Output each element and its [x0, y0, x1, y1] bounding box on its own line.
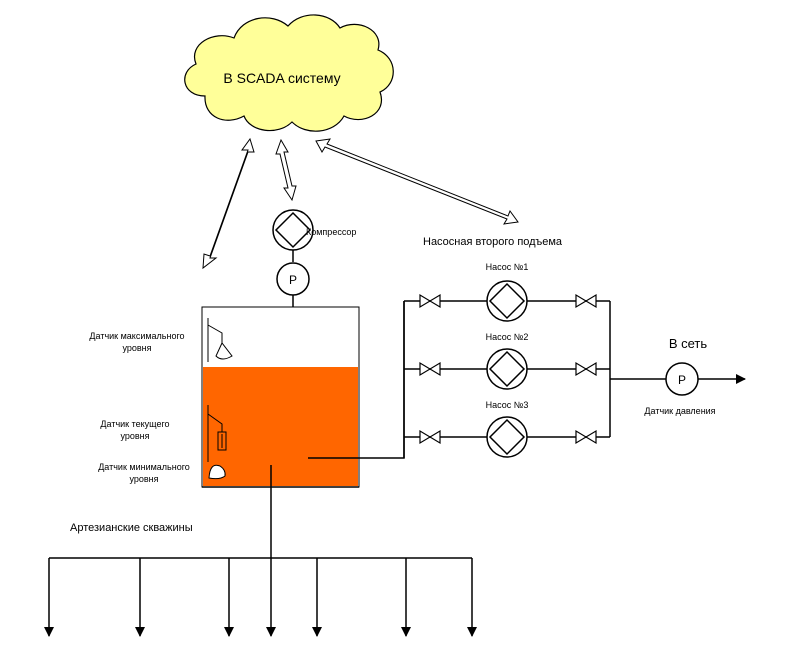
- max-level-float-icon: [207, 318, 233, 362]
- pump-1-circle: [486, 280, 528, 322]
- current-level-probe-icon: [207, 405, 227, 462]
- cloud-shape: [184, 14, 394, 132]
- pump-1: Насос №1: [486, 262, 529, 322]
- tank-water: [203, 367, 358, 486]
- valve-row3-in-shape: [419, 429, 441, 445]
- comm-arrow-tank-shape: [202, 137, 255, 270]
- min-level-float-bulb: [208, 464, 226, 480]
- pump-2-diamond-icon: [488, 350, 526, 388]
- pump-1-label: Насос №1: [486, 262, 529, 272]
- pump-3: Насос №3: [486, 400, 529, 458]
- compressor-diamond-icon: [274, 211, 312, 249]
- valve-row2-out-icon: [575, 361, 597, 377]
- water-tank: [201, 306, 360, 488]
- network-pressure-gauge-circle: [665, 362, 699, 396]
- network-pressure-gauge-letter: P: [678, 373, 686, 387]
- current-level-probe-rod: [207, 405, 223, 462]
- pump-3-label: Насос №3: [486, 400, 529, 410]
- pump-2-circle: [486, 348, 528, 390]
- tank-pressure-gauge: P: [276, 262, 310, 296]
- compressor-label: Компрессор: [306, 227, 356, 237]
- valve-row3-out-icon: [575, 429, 597, 445]
- valve-row2-out-shape: [575, 361, 597, 377]
- scada-cloud: В SCADA систему: [184, 14, 394, 132]
- comm-arrow-pumpstation-shape: [315, 138, 519, 225]
- pump-3-diamond-icon: [488, 418, 526, 456]
- pump-2-label: Насос №2: [486, 332, 529, 342]
- pump-3-circle: [486, 416, 528, 458]
- wells-label: Артезианские скважины: [70, 522, 193, 534]
- valve-row2-in-shape: [419, 361, 441, 377]
- pump-station-label: Насосная второго подъема: [423, 236, 563, 248]
- sensor-max-label-1: Датчик максимального: [89, 331, 184, 341]
- valve-row1-in-shape: [419, 293, 441, 309]
- max-level-float-bulb: [215, 342, 233, 360]
- valve-row1-out-shape: [575, 293, 597, 309]
- valve-row1-in-icon: [419, 293, 441, 309]
- comm-arrow-compressor-shape: [275, 138, 297, 202]
- network-pressure-gauge: P: [665, 362, 699, 396]
- max-level-float-rod: [207, 318, 223, 362]
- sensor-current-label-1: Датчик текущего: [100, 419, 169, 429]
- comm-arrow-tank: [202, 137, 255, 270]
- sensor-min-label-2: уровня: [129, 474, 158, 484]
- cloud-label: В SCADA систему: [223, 70, 340, 86]
- comm-arrow-pumpstation: [315, 138, 519, 225]
- sensor-max-label-2: уровня: [122, 343, 151, 353]
- network-label: В сеть: [669, 336, 708, 351]
- sensor-current-label-2: уровня: [120, 431, 149, 441]
- valve-row3-out-shape: [575, 429, 597, 445]
- pump-2: Насос №2: [486, 332, 529, 390]
- min-level-float-icon: [208, 464, 226, 480]
- valve-row1-out-icon: [575, 293, 597, 309]
- valve-row3-in-icon: [419, 429, 441, 445]
- pressure-sensor-label: Датчик давления: [644, 406, 715, 416]
- comm-arrow-compressor: [275, 138, 297, 202]
- tank-pressure-gauge-letter: P: [289, 273, 297, 287]
- wells-pipework: [44, 465, 477, 637]
- pump-1-diamond-icon: [488, 282, 526, 320]
- valve-row2-in-icon: [419, 361, 441, 377]
- compressor: Компрессор: [272, 209, 356, 251]
- sensor-min-label-1: Датчик минимального: [98, 462, 190, 472]
